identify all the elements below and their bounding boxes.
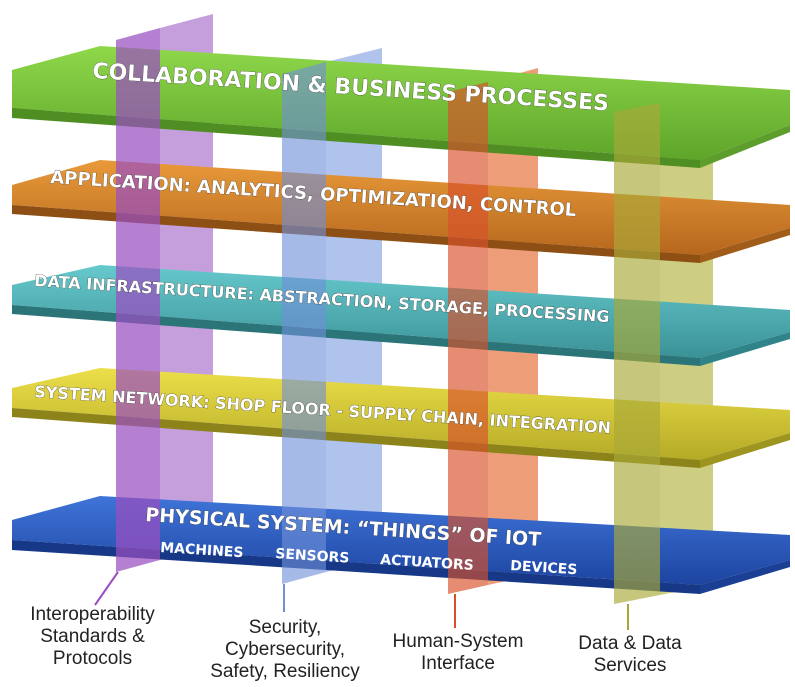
- pillar-connectors: [94, 571, 629, 630]
- physical-items: MACHINES SENSORS ACTUATORS DEVICES: [160, 540, 578, 578]
- physical-item-machines: MACHINES: [160, 540, 244, 561]
- pillar-security: [282, 62, 326, 584]
- pillar-label-line: Safety, Resiliency: [210, 661, 360, 682]
- pillar-label-line: Security,: [248, 617, 322, 638]
- pillar-label-line: Standards &: [40, 626, 145, 647]
- layer-data-infrastructure: [12, 265, 790, 366]
- pillar-label-line: Cybersecurity,: [224, 639, 345, 660]
- pillar-label-security: Security, Cybersecurity, Safety, Resilie…: [185, 617, 385, 683]
- pillar-interoperability: [116, 28, 160, 572]
- pillar-label-line: Protocols: [52, 648, 133, 669]
- physical-item-sensors: SENSORS: [275, 546, 350, 567]
- pillar-label-line: Interface: [421, 653, 495, 674]
- pillar-label-data-services: Data & Data Services: [560, 633, 700, 677]
- physical-item-devices: DEVICES: [510, 558, 578, 578]
- pillar-label-line: Human-System: [392, 631, 524, 652]
- pillar-label-human-system: Human-System Interface: [378, 631, 538, 675]
- pillar-data-services: [614, 103, 660, 604]
- pillar-label-line: Data & Data: [578, 633, 682, 654]
- layer-physical-system: [12, 496, 790, 594]
- layer-system-network: [12, 368, 790, 468]
- pillars-front: [116, 28, 660, 604]
- pillar-label-interoperability: Interoperability Standards & Protocols: [5, 604, 180, 670]
- physical-item-actuators: ACTUATORS: [380, 552, 474, 574]
- layer-collaboration: [12, 46, 790, 168]
- pillar-human-system: [448, 82, 488, 594]
- layer-application: [12, 160, 790, 263]
- connector-interoperability: [94, 571, 119, 606]
- pillar-label-line: Interoperability: [30, 604, 155, 625]
- pillar-label-line: Services: [593, 655, 667, 676]
